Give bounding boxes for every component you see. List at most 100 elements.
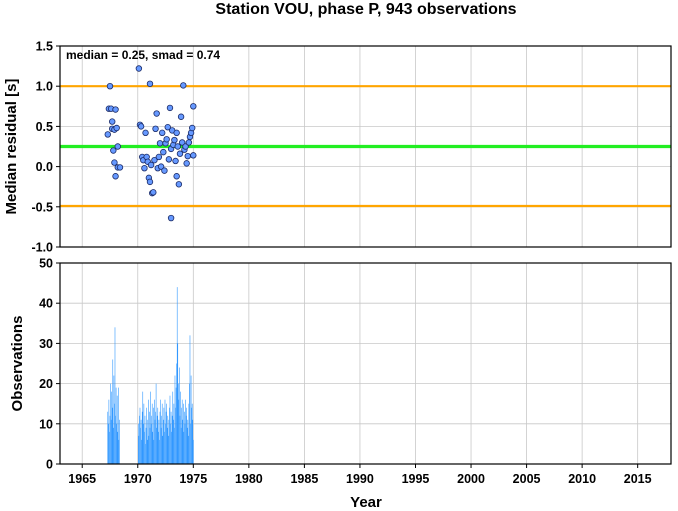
observations-bar xyxy=(159,439,160,464)
observations-bar xyxy=(141,439,142,464)
year-x-tick-label: 2010 xyxy=(568,472,596,486)
observations-bar xyxy=(139,415,140,464)
observations-bar xyxy=(111,407,113,464)
observations-bar xyxy=(111,391,112,464)
observations-bar xyxy=(153,407,154,464)
observations-y-tick-label: 30 xyxy=(39,337,53,351)
observations-y-tick-label: 50 xyxy=(39,257,53,271)
observations-bar xyxy=(163,407,165,464)
year-x-tick-label: 1995 xyxy=(402,472,430,486)
observations-y-axis-label: Observations xyxy=(9,316,26,412)
residual-point xyxy=(156,140,164,147)
residual-y-tick-label: 0.5 xyxy=(36,120,53,134)
residual-point xyxy=(173,173,180,180)
observations-bar xyxy=(168,435,169,464)
observations-bar xyxy=(155,411,156,464)
observations-bar xyxy=(144,415,146,464)
observations-bar xyxy=(167,415,169,464)
observations-bar xyxy=(150,391,151,464)
observations-bar xyxy=(138,435,140,464)
residual-points xyxy=(104,65,197,222)
residual-point xyxy=(114,143,121,150)
observations-bar xyxy=(164,399,166,464)
observations-bar xyxy=(112,359,114,464)
observations-bar xyxy=(184,411,185,464)
observations-bar xyxy=(143,403,145,464)
residual-point xyxy=(150,189,157,196)
observations-bar xyxy=(177,343,179,464)
residual-y-axis-label: Median residual [s] xyxy=(3,79,20,215)
observations-bars xyxy=(107,287,194,464)
observations-bar xyxy=(180,391,181,464)
observations-bar xyxy=(144,431,145,464)
observations-bar xyxy=(173,403,175,464)
residual-point xyxy=(146,80,154,87)
observations-bar xyxy=(170,423,171,464)
year-x-tick-label: 1975 xyxy=(179,472,207,486)
observations-bar xyxy=(149,411,150,464)
observations-bar xyxy=(183,403,184,464)
observations-bar xyxy=(115,387,117,464)
year-x-axis-label: Year xyxy=(350,494,382,511)
residual-y-tick-label: 1.0 xyxy=(36,80,53,94)
observations-bar xyxy=(173,419,174,464)
observations-bar xyxy=(164,431,165,464)
observations-bar xyxy=(179,415,181,464)
residual-point xyxy=(147,161,155,169)
residual-point xyxy=(188,124,196,132)
residual-point xyxy=(157,163,165,170)
observations-bar xyxy=(110,383,111,464)
observations-bar xyxy=(187,419,189,464)
observations-bar xyxy=(169,407,170,464)
observations-bar xyxy=(108,399,110,464)
observations-bar xyxy=(156,427,157,464)
residual-point xyxy=(163,136,170,143)
residual-point xyxy=(184,152,191,160)
residual-point xyxy=(176,150,184,157)
observations-bar xyxy=(152,431,154,464)
observations-bar xyxy=(185,399,186,464)
residual-point xyxy=(161,167,168,174)
observations-bar xyxy=(174,375,176,464)
observations-bar xyxy=(114,403,115,464)
observations-bar xyxy=(193,439,194,464)
observations-bar xyxy=(165,411,167,464)
observations-bar xyxy=(189,383,190,464)
observations-bar xyxy=(142,391,144,464)
residual-point xyxy=(173,129,180,137)
observations-bar xyxy=(175,387,177,464)
observations-bar xyxy=(109,415,111,464)
residual-panel: -1.0-0.50.00.51.01.5 median = 0.25, smad… xyxy=(3,40,672,255)
year-x-tick-label: 2005 xyxy=(513,472,541,486)
observations-bar xyxy=(170,411,172,464)
observations-bar xyxy=(191,403,193,464)
year-x-tick-label: 2015 xyxy=(624,472,652,486)
observations-bar xyxy=(113,427,114,464)
observations-bar xyxy=(140,419,142,464)
residual-point xyxy=(104,131,111,138)
observations-bar xyxy=(178,383,179,464)
observations-bar xyxy=(179,367,180,464)
observations-bar xyxy=(165,423,166,464)
observations-bar xyxy=(163,419,164,464)
residual-point xyxy=(172,157,179,165)
residual-point xyxy=(116,164,124,171)
residual-point xyxy=(135,65,143,72)
observations-bar xyxy=(108,423,109,464)
observations-bar xyxy=(115,415,116,464)
observations-bar xyxy=(118,439,120,464)
observations-y-tick-label: 20 xyxy=(39,377,53,391)
observations-frame xyxy=(59,262,672,465)
observations-bar xyxy=(181,399,183,464)
residual-y-tick-label: -1.0 xyxy=(31,241,53,255)
observations-bar xyxy=(183,431,185,464)
observations-bar xyxy=(161,415,162,464)
observations-bar xyxy=(180,427,182,464)
figure-title: Station VOU, phase P, 943 observations xyxy=(215,1,516,18)
residual-point xyxy=(112,106,119,113)
observations-bar xyxy=(147,419,149,464)
observations-y-tick-label: 0 xyxy=(46,458,53,472)
observations-bar xyxy=(118,387,119,464)
